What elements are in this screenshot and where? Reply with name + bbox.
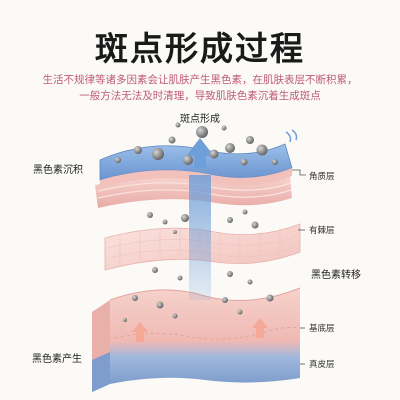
tag-stratum-spinosum: 有棘层 [309,226,335,236]
bottom-skin-block [92,287,301,392]
up-arrow-small-icon [132,322,148,342]
tag-dermis: 真皮层 [309,360,335,370]
label-melanin-production: 黑色素产生 [32,354,82,365]
melanin-particles [115,122,278,322]
up-arrow-icon [186,138,214,168]
layer-leader-lines [292,169,306,365]
page-title: 斑点形成过程 [95,29,305,68]
intro-line-1: 生活不规律等诸多因素会让肌肤产生黑色素，在肌肤表层不断积累， [42,74,358,86]
intro-line-2: 一般方法无法及时清理，导致肌肤色素沉着生成斑点 [79,90,321,102]
tag-stratum-corneum: 角质层 [309,172,335,182]
label-melanin-deposition: 黑色素沉积 [33,165,83,176]
tag-stratum-basale: 基底层 [309,324,335,334]
sparkle-icon [285,129,298,143]
up-arrow-small-icon [252,318,268,338]
label-melanin-transfer: 黑色素转移 [311,270,361,281]
intro-text: 生活不规律等诸多因素会让肌肤产生黑色素，在肌肤表层不断积累， 一般方法无法及时清… [0,72,400,104]
label-spot-formation: 斑点形成 [180,114,220,125]
upward-beam [189,175,211,300]
